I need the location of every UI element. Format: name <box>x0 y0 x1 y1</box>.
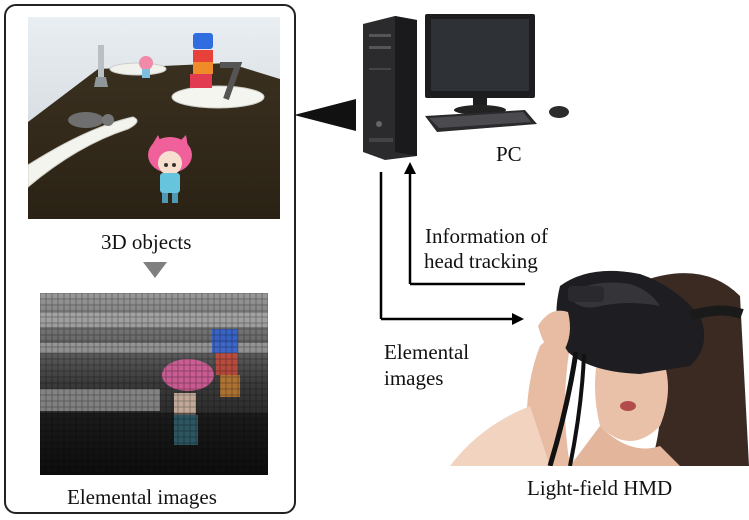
hmd-user-photo <box>450 256 749 466</box>
head-tracking-label-line1: Information of <box>425 224 549 248</box>
pc-illustration <box>355 6 600 160</box>
elemental-caption: Elemental images <box>67 485 217 509</box>
right-arrowhead <box>512 313 524 325</box>
left-panel <box>4 4 296 514</box>
3d-scene-image <box>28 17 280 219</box>
objects-caption: 3D objects <box>101 230 192 254</box>
elemental-images-picture <box>40 293 268 475</box>
hmd-label: Light-field HMD <box>527 476 673 500</box>
elemental-arrow-label-line1: Elemental <box>384 340 470 364</box>
down-arrow-icon <box>143 262 167 278</box>
arrows <box>379 162 525 325</box>
up-arrowhead <box>404 162 416 174</box>
elemental-arrow-label-line2: images <box>384 366 444 390</box>
pc-label: PC <box>496 142 522 166</box>
head-tracking-label-line2: head tracking <box>424 249 538 273</box>
connector-wedge <box>294 99 356 131</box>
